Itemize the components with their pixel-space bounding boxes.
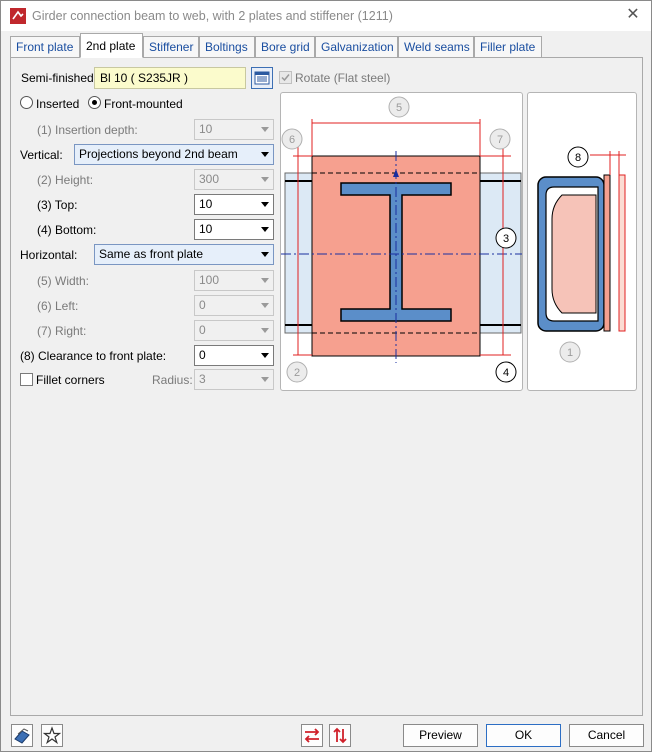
- swap-horizontal-button[interactable]: [301, 724, 323, 747]
- horizontal-value: Same as front plate: [99, 247, 204, 261]
- chevron-down-icon: [261, 377, 269, 382]
- star-icon: [42, 726, 62, 745]
- marker-8: 8: [575, 152, 581, 164]
- tab-filler-plate[interactable]: Filler plate: [474, 36, 542, 58]
- height-combo[interactable]: 300: [194, 169, 274, 190]
- horizontal-select[interactable]: Same as front plate: [94, 244, 274, 265]
- swap-vertical-icon: [333, 727, 347, 744]
- preview-button[interactable]: Preview: [403, 724, 478, 747]
- radius-label: Radius:: [152, 373, 193, 387]
- vertical-value: Projections beyond 2nd beam: [79, 147, 238, 161]
- favorites-button[interactable]: [41, 724, 63, 747]
- app-icon: [10, 8, 26, 24]
- vertical-select[interactable]: Projections beyond 2nd beam: [74, 144, 274, 165]
- catalog-browse-button[interactable]: [251, 67, 273, 89]
- insertion-depth-value: 10: [199, 122, 213, 136]
- top-combo[interactable]: 10: [194, 194, 274, 215]
- right-combo[interactable]: 0: [194, 320, 274, 341]
- tab-galvanization[interactable]: Galvanization: [315, 36, 398, 58]
- side-view-diagram: 8 1: [527, 92, 637, 391]
- catalog-icon: [254, 71, 270, 85]
- insertion-depth-combo[interactable]: 10: [194, 119, 274, 140]
- bottom-value: 10: [199, 222, 213, 236]
- chevron-down-icon: [261, 328, 269, 333]
- close-icon[interactable]: ✕: [626, 6, 640, 23]
- chevron-down-icon: [261, 127, 269, 132]
- tab-weld-seams[interactable]: Weld seams: [398, 36, 474, 58]
- tab-boltings[interactable]: Boltings: [199, 36, 255, 58]
- left-value: 0: [199, 298, 206, 312]
- right-value: 0: [199, 323, 206, 337]
- chevron-down-icon: [261, 252, 269, 257]
- marker-7: 7: [497, 134, 503, 146]
- inserted-label: Inserted: [36, 97, 80, 111]
- marker-5: 5: [396, 102, 402, 114]
- ok-button[interactable]: OK: [486, 724, 561, 747]
- tab-bore-grid[interactable]: Bore grid: [255, 36, 315, 58]
- right-label: (7) Right:: [37, 324, 87, 338]
- clearance-combo[interactable]: 0: [194, 345, 274, 366]
- radius-value: 3: [199, 372, 206, 386]
- front-view-drawing: 5 6 7 3 2 4: [281, 96, 522, 383]
- tab-front-plate[interactable]: Front plate: [10, 36, 80, 58]
- window-title: Girder connection beam to web, with 2 pl…: [32, 9, 393, 23]
- marker-3: 3: [503, 233, 509, 245]
- tab-stiffener[interactable]: Stiffener: [143, 36, 199, 58]
- swap-vertical-button[interactable]: [329, 724, 351, 747]
- left-label: (6) Left:: [37, 299, 79, 313]
- horizontal-label: Horizontal:: [20, 248, 78, 262]
- vertical-label: Vertical:: [20, 148, 63, 162]
- chevron-down-icon: [261, 278, 269, 283]
- inserted-radio[interactable]: [20, 96, 33, 109]
- component-icon: [14, 728, 30, 744]
- chevron-down-icon: [261, 303, 269, 308]
- semi-finished-label: Semi-finished: [21, 71, 94, 85]
- chevron-down-icon: [261, 227, 269, 232]
- radius-combo[interactable]: 3: [194, 369, 274, 390]
- semi-finished-field[interactable]: Bl 10 ( S235JR ): [94, 67, 246, 89]
- clearance-label: (8) Clearance to front plate:: [20, 349, 167, 363]
- width-combo[interactable]: 100: [194, 270, 274, 291]
- chevron-down-icon: [261, 202, 269, 207]
- chevron-down-icon: [261, 177, 269, 182]
- tab-2nd-plate[interactable]: 2nd plate: [80, 33, 143, 58]
- top-value: 10: [199, 197, 213, 211]
- clearance-value: 0: [199, 348, 206, 362]
- fillet-corners-label: Fillet corners: [36, 373, 105, 387]
- cancel-button[interactable]: Cancel: [569, 724, 644, 747]
- width-label: (5) Width:: [37, 274, 90, 288]
- height-value: 300: [199, 172, 220, 186]
- marker-6: 6: [289, 134, 295, 146]
- title-bar: Girder connection beam to web, with 2 pl…: [1, 1, 651, 31]
- rotate-checkbox[interactable]: [279, 71, 292, 84]
- bottom-label: (4) Bottom:: [37, 223, 97, 237]
- top-label: (3) Top:: [37, 198, 78, 212]
- defaults-button[interactable]: [11, 724, 33, 747]
- front-mounted-radio[interactable]: [88, 96, 101, 109]
- marker-2: 2: [294, 367, 300, 379]
- height-label: (2) Height:: [37, 173, 94, 187]
- fillet-corners-checkbox[interactable]: [20, 373, 33, 386]
- chevron-down-icon: [261, 152, 269, 157]
- left-combo[interactable]: 0: [194, 295, 274, 316]
- bottom-combo[interactable]: 10: [194, 219, 274, 240]
- marker-1: 1: [567, 347, 573, 359]
- swap-horizontal-icon: [304, 728, 320, 743]
- side-view-drawing: 8 1: [537, 146, 626, 363]
- marker-4: 4: [503, 367, 509, 379]
- front-view-diagram: 5 6 7 3 2 4: [280, 92, 523, 391]
- width-value: 100: [199, 273, 220, 287]
- rotate-label: Rotate (Flat steel): [295, 71, 391, 85]
- checkmark-icon: [281, 74, 290, 82]
- front-mounted-label: Front-mounted: [104, 97, 183, 111]
- insertion-depth-label: (1) Insertion depth:: [37, 123, 138, 137]
- chevron-down-icon: [261, 353, 269, 358]
